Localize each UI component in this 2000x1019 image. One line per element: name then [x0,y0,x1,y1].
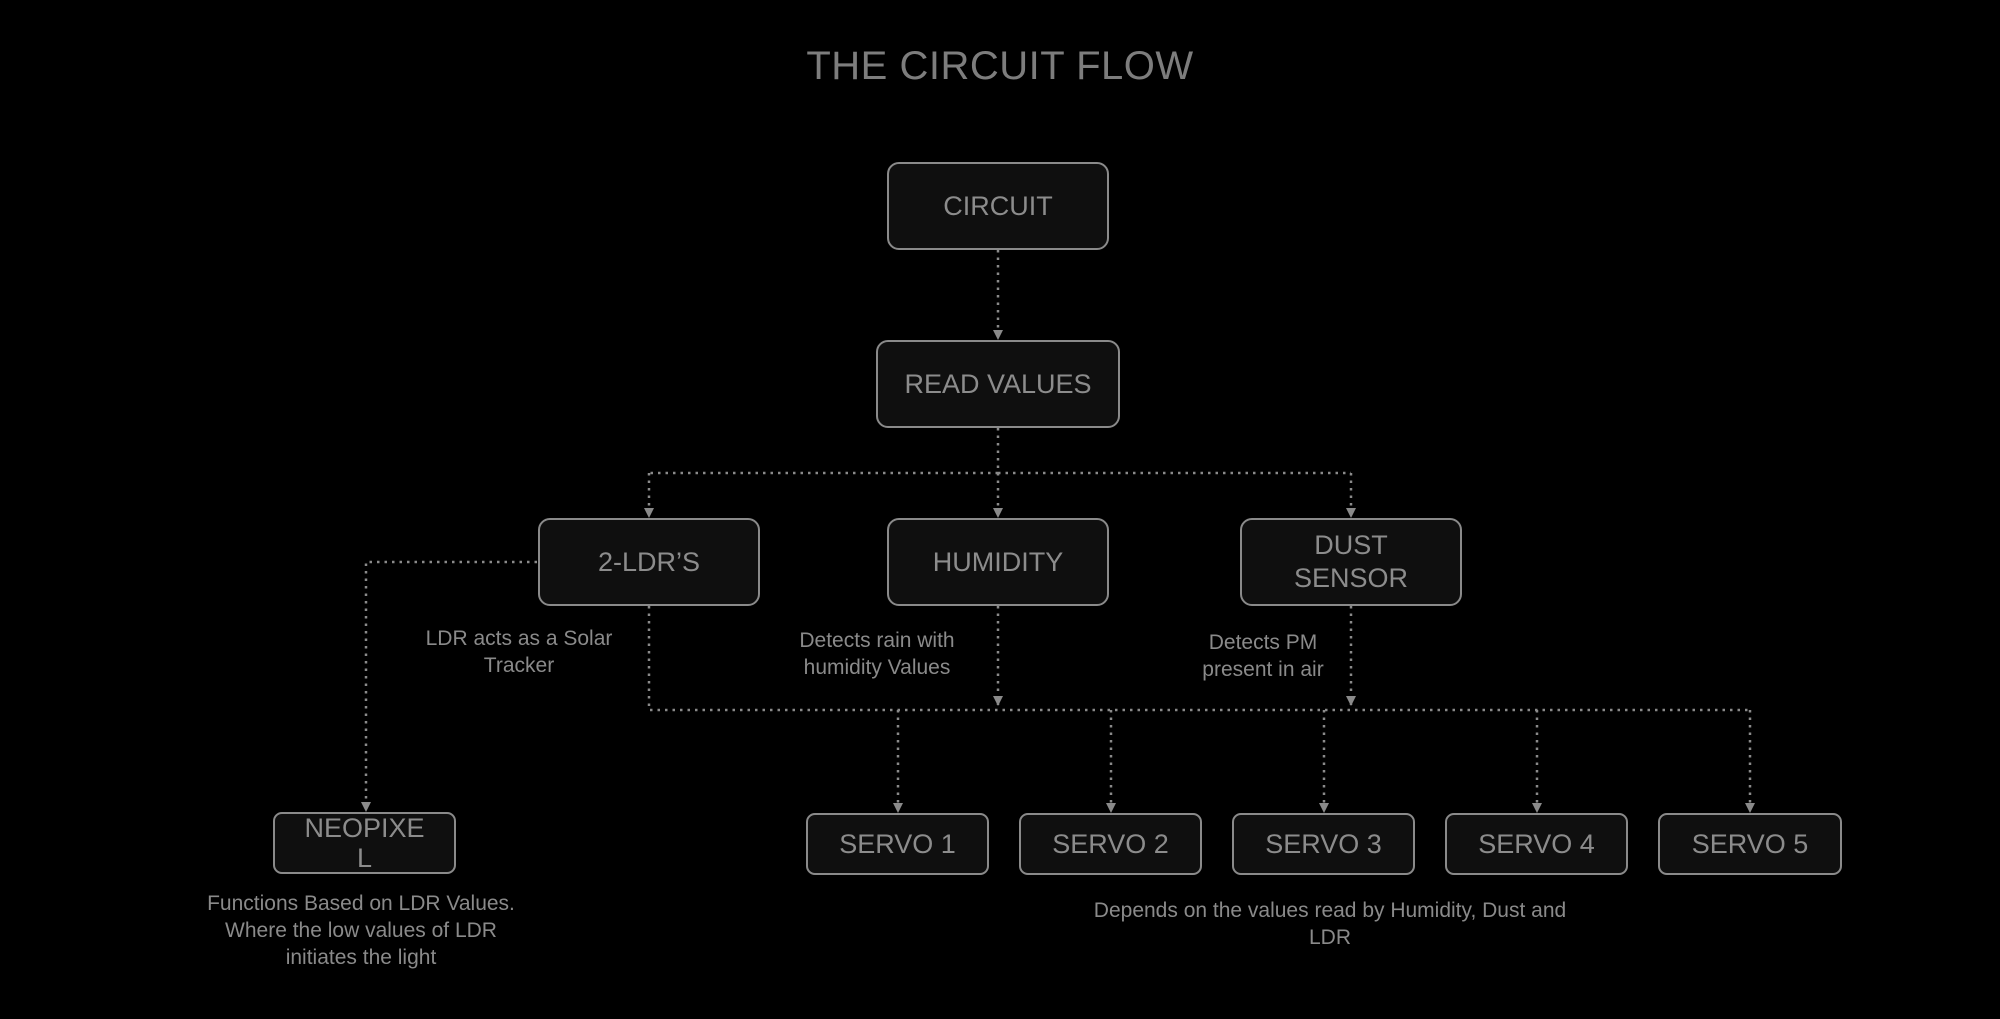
note-neopixel-line-1: Functions Based on LDR Values. [207,892,515,915]
note-ldr: LDR acts as a Solar Tracker [399,625,639,679]
note-ldr-line-1: LDR acts as a Solar [425,627,613,650]
node-read-values: READ VALUES [876,340,1120,428]
edge-ldrs-to-neopixel [361,560,537,812]
node-circuit-label: CIRCUIT [943,190,1053,221]
note-humidity-line-1: Detects rain with [799,629,955,652]
node-servo-3: SERVO 3 [1232,813,1415,875]
note-humidity-line-2: humidity Values [803,656,951,679]
node-servo-2: SERVO 2 [1019,813,1202,875]
diagram-title: THE CIRCUIT FLOW [806,44,1194,88]
node-neopixel-label-line-1: NEOPIXE [304,813,425,843]
edge-read-values-branch [649,428,1351,475]
node-servo-5: SERVO 5 [1658,813,1842,875]
node-servo-5-label: SERVO 5 [1691,828,1809,859]
note-neopixel-line-3: initiates the light [285,946,437,969]
node-ldrs-label: 2-LDR’S [597,546,701,577]
node-dust-sensor-label-line-2: SENSOR [1293,563,1409,593]
node-dust-sensor-label-line-1: DUST [1314,530,1388,560]
node-servo-4: SERVO 4 [1445,813,1628,875]
node-neopixel: NEOPIXE L [273,812,456,874]
note-servos: Depends on the values read by Humidity, … [1040,897,1620,951]
node-servo-1-label: SERVO 1 [839,828,956,859]
node-servo-3-label: SERVO 3 [1265,828,1382,859]
note-ldr-line-2: Tracker [483,654,555,677]
node-read-values-label: READ VALUES [904,368,1092,399]
node-neopixel-label-line-2: L [356,843,373,873]
node-circuit: CIRCUIT [887,162,1109,250]
note-humidity: Detects rain with humidity Values [767,627,987,681]
node-servo-2-label: SERVO 2 [1052,828,1169,859]
node-servo-4-label: SERVO 4 [1478,828,1595,859]
note-neopixel-line-2: Where the low values of LDR [225,919,497,942]
note-servos-line-1: Depends on the values read by Humidity, … [1093,899,1567,922]
note-servos-line-2: LDR [1308,926,1351,949]
node-dust-sensor: DUST SENSOR [1240,518,1462,606]
note-dust-line-1: Detects PM [1208,631,1318,654]
note-dust-line-2: present in air [1202,658,1324,681]
note-neopixel: Functions Based on LDR Values. Where the… [176,890,546,971]
node-ldrs: 2-LDR’S [538,518,760,606]
node-servo-1: SERVO 1 [806,813,989,875]
node-humidity: HUMIDITY [887,518,1109,606]
note-dust: Detects PM present in air [1173,629,1353,683]
node-humidity-label: HUMIDITY [932,546,1064,577]
